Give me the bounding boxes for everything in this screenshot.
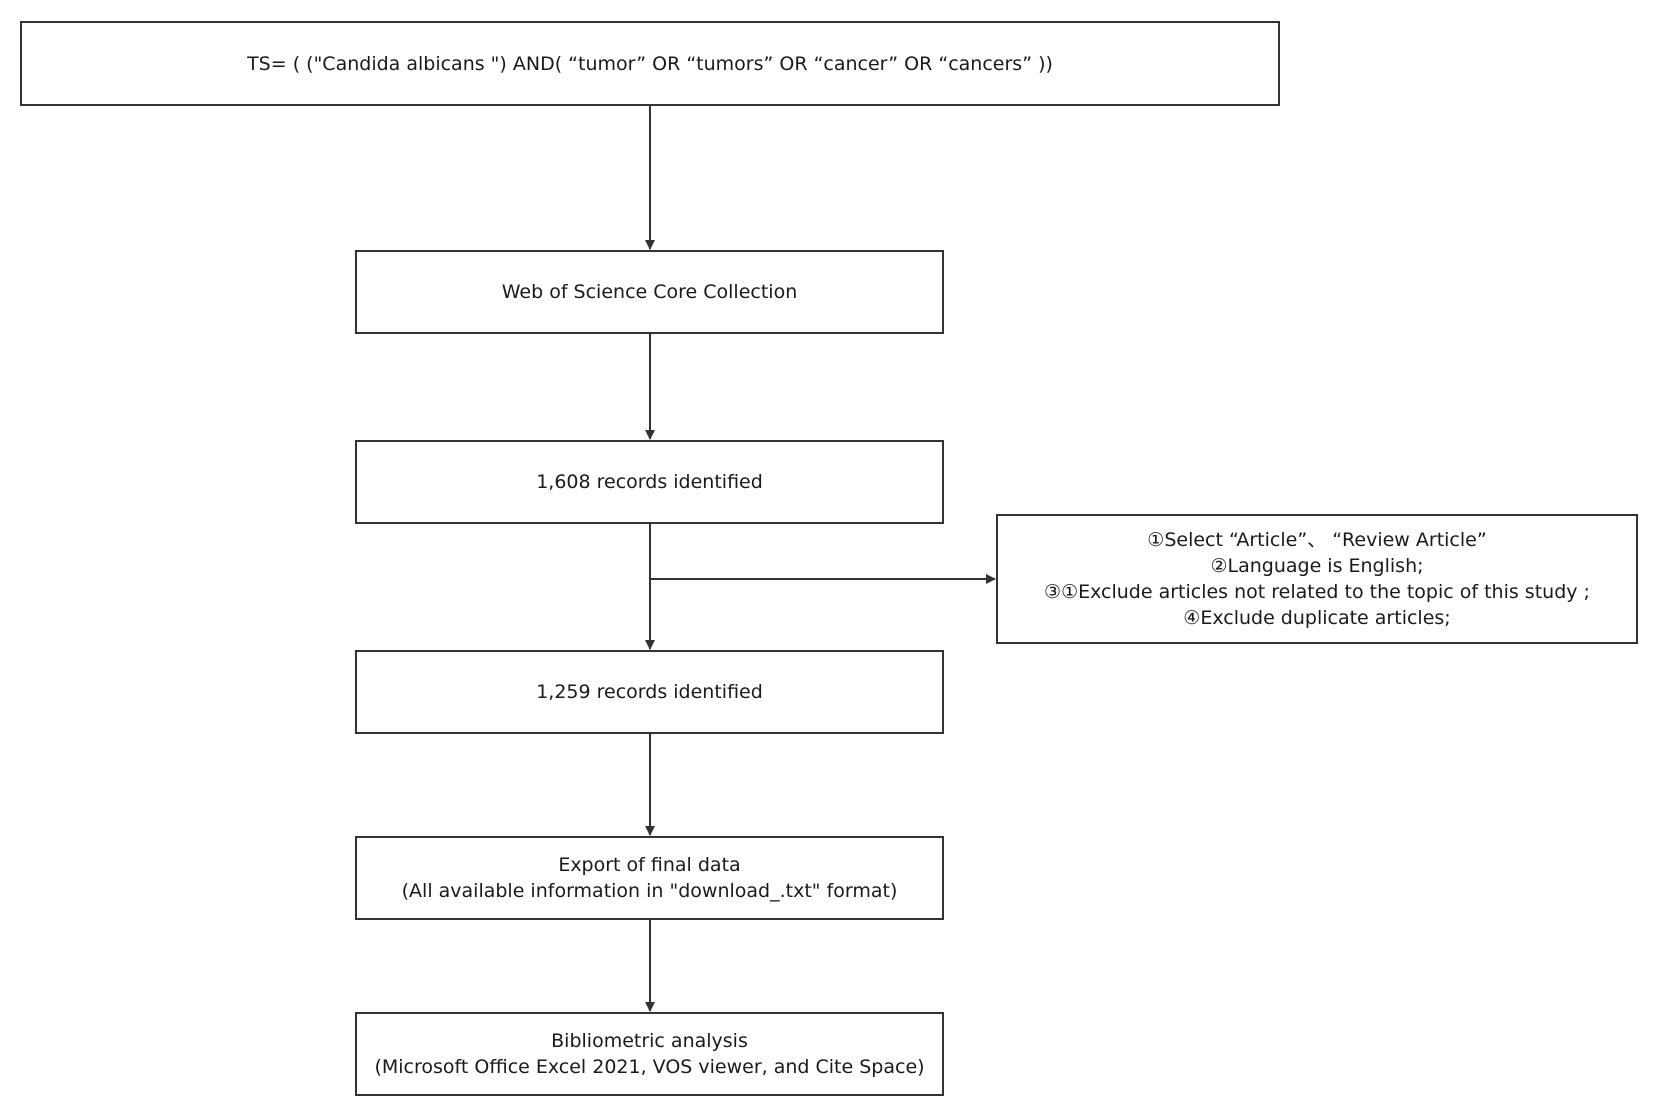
database-box: Web of Science Core Collection [355,250,944,334]
export-title: Export of final data [558,854,741,876]
analysis-subtitle: (Microsoft Office Excel 2021, VOS viewer… [374,1056,925,1078]
criteria-item-3: ③①Exclude articles not related to the to… [1044,581,1590,603]
criteria-item-1: ①Select “Article”、 “Review Article” [1147,529,1487,551]
identified-2-box: 1,259 records identified [355,650,944,734]
export-subtitle: (All available information in "download_… [401,880,898,902]
database-label: Web of Science Core Collection [501,281,798,303]
query-box: TS= ( ("Candida albicans ") AND( “tumor”… [20,21,1280,106]
identified-2-label: 1,259 records identified [536,681,763,703]
analysis-title: Bibliometric analysis [551,1030,748,1052]
analysis-box: Bibliometric analysis (Microsoft Office … [355,1012,944,1096]
identified-1-label: 1,608 records identified [536,471,763,493]
identified-1-box: 1,608 records identified [355,440,944,524]
criteria-item-2: ②Language is English; [1210,555,1424,577]
criteria-box: ①Select “Article”、 “Review Article” ②Lan… [996,514,1638,644]
query-text: TS= ( ("Candida albicans ") AND( “tumor”… [247,52,1053,75]
export-box: Export of final data (All available info… [355,836,944,920]
criteria-item-4: ④Exclude duplicate articles; [1183,607,1451,629]
